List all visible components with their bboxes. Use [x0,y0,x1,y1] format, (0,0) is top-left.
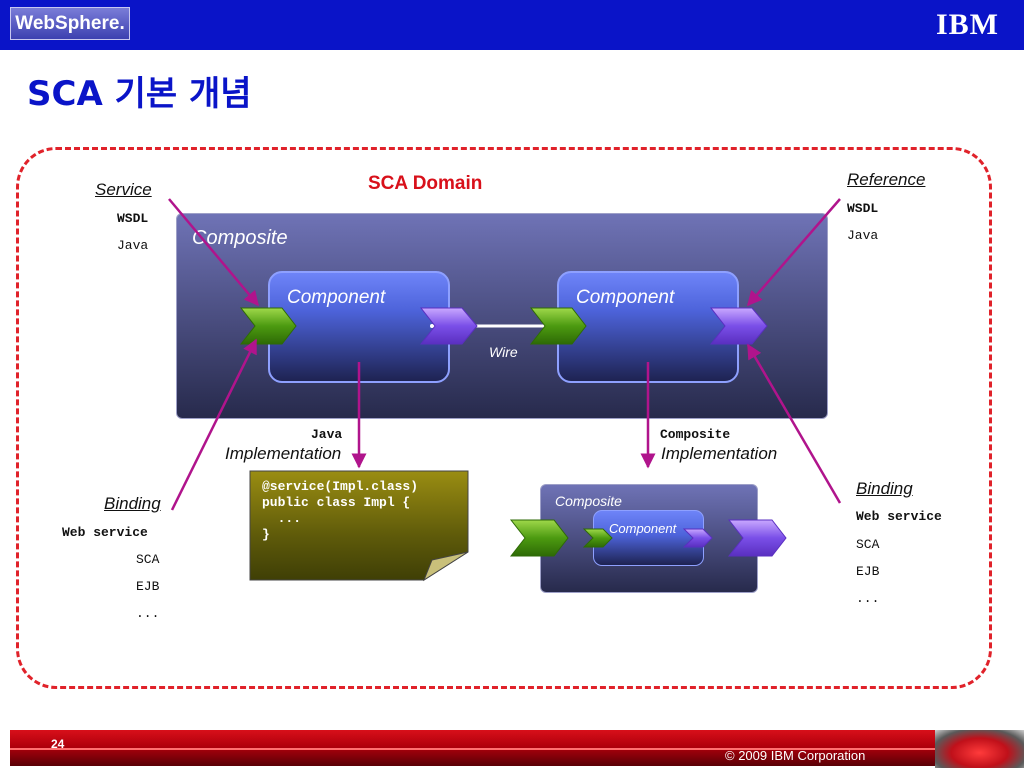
reference-java: Java [847,228,879,243]
service-chevron [239,307,297,345]
binding-right-web-service: Web service [856,509,942,524]
service-chevron [509,519,569,557]
component-right-label: Component [576,287,675,308]
websphere-logo: WebSphere. [10,7,130,40]
inner-composite-label: Composite [555,493,622,509]
binding-left-ejb: EJB [136,579,160,594]
service-chevron [582,528,613,548]
java-impl-label: Implementation [225,444,342,463]
reference-chevron [709,307,768,345]
service-arrow [168,198,259,307]
reference-arrow [747,198,841,307]
component-left-label: Component [287,287,386,308]
service-java: Java [117,238,149,253]
reference-chevron [727,519,787,557]
service-chevron [529,307,587,345]
page-number: 24 [51,737,65,751]
binding-right-sca: SCA [856,537,880,552]
copyright: © 2009 IBM Corporation [725,748,866,763]
wire-label: Wire [489,344,518,360]
code-snippet: @service(Impl.class) public class Impl {… [262,479,419,542]
binding-left-arrow [170,338,258,511]
reference-chevron [682,528,713,548]
binding-right-ejb: EJB [856,564,880,579]
reference-chevron [419,307,478,345]
composite-label: Composite [192,227,288,249]
binding-left-sca: SCA [136,552,160,567]
reference-label: Reference [847,170,926,189]
ibm-logo: IBM [936,10,1016,40]
binding-left-more: ... [136,606,160,621]
reference-wsdl: WSDL [847,201,879,216]
binding-right-arrow [746,343,842,504]
composite-impl-kind: Composite [660,427,731,442]
sca-domain-boundary [16,147,992,689]
binding-right-more: ... [856,591,880,606]
car-image [935,730,1024,768]
header-bar: WebSphere. IBM [0,0,1024,50]
binding-right-label: Binding [856,479,913,498]
binding-left-web-service: Web service [62,525,148,540]
service-wsdl: WSDL [117,211,149,226]
footer-divider [10,748,935,750]
java-impl-kind: Java [311,427,343,442]
sca-domain-title: SCA Domain [368,173,483,194]
binding-left-label: Binding [104,494,161,513]
page-title: SCA 기본 개념 [27,74,252,114]
composite-impl-label: Implementation [661,444,778,463]
service-label: Service [95,180,152,199]
inner-component-label: Component [609,521,677,536]
